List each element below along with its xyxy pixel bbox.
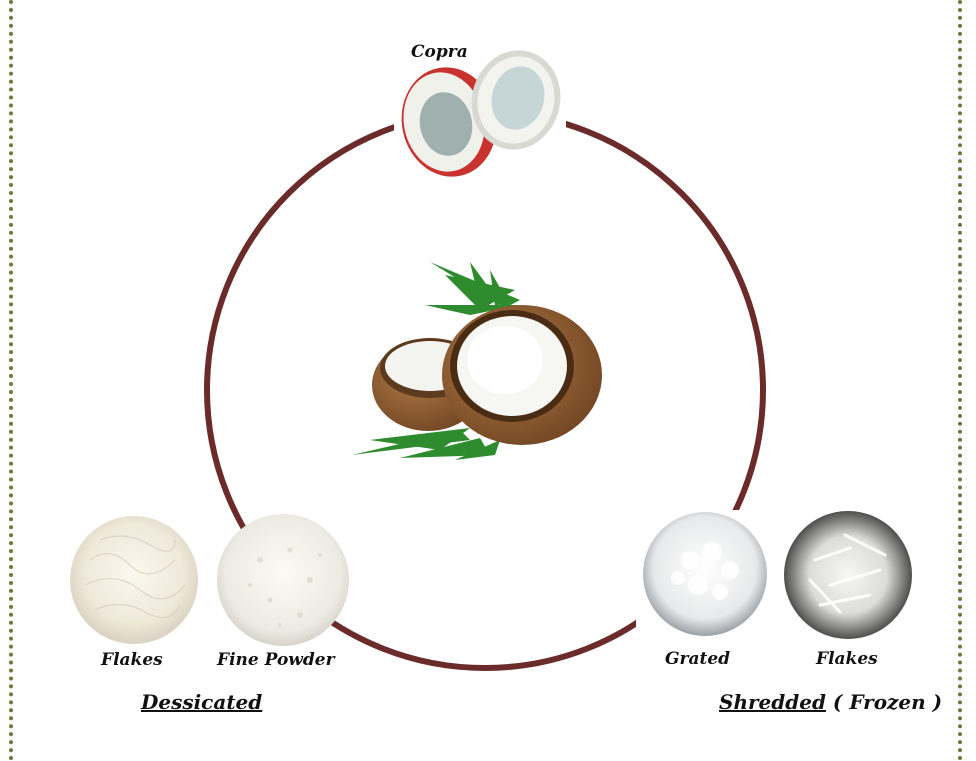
right-dotted-border <box>958 0 962 761</box>
desiccated-group-title: Dessicated <box>141 690 263 714</box>
copra-image <box>394 50 566 180</box>
left-dotted-border <box>9 0 13 761</box>
frozen-flakes-label: Flakes <box>816 649 878 669</box>
coconut-center-image <box>348 250 628 472</box>
desiccated-flakes-label: Flakes <box>101 650 163 670</box>
frozen-flakes-image <box>784 511 912 639</box>
shredded-group-title: Shredded <box>719 690 826 714</box>
desiccated-fine-powder-label: Fine Powder <box>217 650 335 670</box>
frozen-grated-image <box>643 512 767 636</box>
desiccated-flakes-image <box>70 516 198 644</box>
shredded-group-suffix: ( Frozen ) <box>832 690 943 714</box>
copra-label: Copra <box>411 42 468 62</box>
shredded-group-title-wrapper: Shredded ( Frozen ) <box>719 690 942 714</box>
frozen-grated-label: Grated <box>665 649 731 669</box>
desiccated-fine-powder-image <box>217 514 349 646</box>
